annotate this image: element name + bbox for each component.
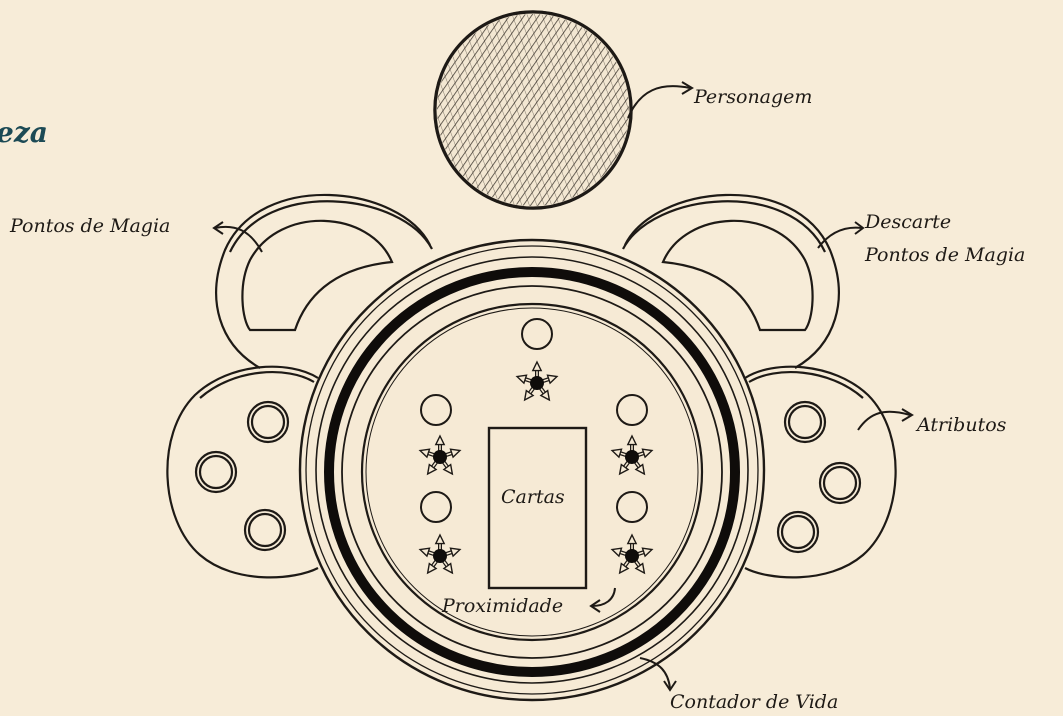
title-fragment: eza bbox=[0, 116, 48, 149]
label-personagem: Personagem bbox=[694, 85, 812, 109]
label-cartas: Cartas bbox=[501, 485, 565, 509]
attributes-right-disc bbox=[745, 367, 896, 578]
attributes-left-disc bbox=[167, 367, 318, 578]
label-pontos-magia-left: Pontos de Magia bbox=[10, 214, 170, 238]
main-board bbox=[300, 240, 764, 700]
label-pontos-magia-right: Pontos de Magia bbox=[865, 243, 1025, 267]
label-proximidade: Proximidade bbox=[442, 594, 563, 618]
label-descarte: Descarte bbox=[865, 210, 951, 234]
character-sphere bbox=[434, 11, 632, 209]
label-atributos: Atributos bbox=[917, 413, 1006, 437]
label-contador-vida: Contador de Vida bbox=[670, 690, 838, 714]
